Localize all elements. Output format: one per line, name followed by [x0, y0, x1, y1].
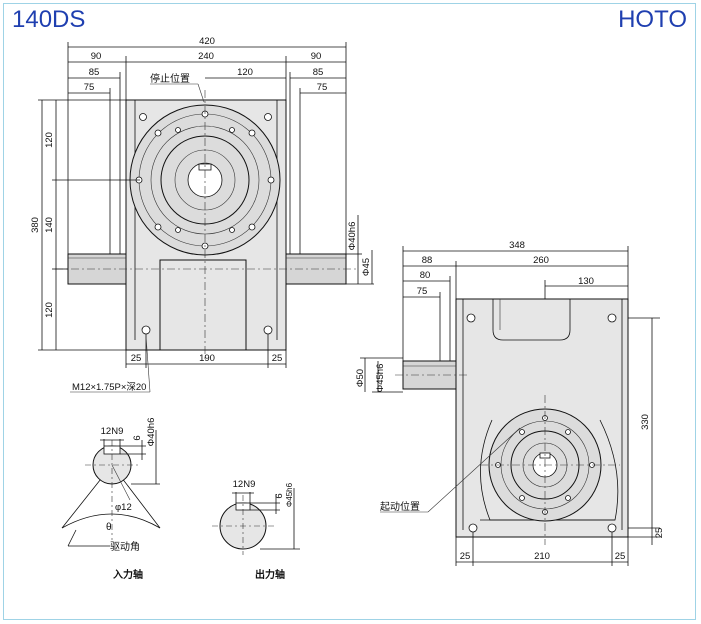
- input-shaft-detail: 12N9 6 Φ40h6 φ12 θ 驱动角 入力轴: [61, 418, 161, 581]
- side-dim-bottom: 25: [460, 551, 471, 562]
- front-dim-left-total: 380: [30, 217, 41, 233]
- side-dim: 88: [422, 255, 433, 266]
- drawing-frame: [3, 3, 696, 620]
- output-key-depth: 6: [274, 493, 285, 498]
- start-position-label: 起动位置: [380, 500, 420, 513]
- side-corner-bolt: [607, 523, 617, 533]
- front-dim: 75: [317, 82, 328, 93]
- side-view: 348 88 260 80 130 75 Φ50 Φ45h6 330 25: [355, 240, 665, 566]
- front-dim: 240: [198, 51, 214, 62]
- thread-note: M12×1.75P×深20: [72, 382, 146, 393]
- input-shaft-caption: 入力轴: [113, 568, 143, 581]
- theta-symbol: θ: [106, 522, 112, 533]
- side-flange-bolts: [495, 415, 595, 515]
- front-dim: 90: [311, 51, 322, 62]
- model-title: 140DS: [12, 6, 86, 33]
- side-dim: 80: [420, 270, 431, 281]
- output-shaft-detail: 12N9 6 Φ45h6 出力轴: [212, 479, 300, 581]
- side-dim-right: 330: [640, 414, 651, 430]
- front-dim: 90: [91, 51, 102, 62]
- front-lower-recess: [159, 259, 247, 351]
- brand-title: HOTO: [618, 6, 687, 33]
- input-key-depth: 6: [132, 435, 143, 440]
- side-dim-bottom: 25: [615, 551, 626, 562]
- input-hole-dia: φ12: [115, 502, 132, 513]
- front-dim-left: 140: [44, 217, 55, 233]
- front-dim-left: 120: [44, 302, 55, 318]
- side-dim: 130: [578, 276, 594, 287]
- front-dim-bottom: 190: [199, 353, 215, 364]
- side-corner-bolt: [468, 523, 478, 533]
- front-left-shaft: [67, 253, 127, 285]
- side-dim-shaft: Φ45h6: [375, 364, 386, 393]
- front-dim: 120: [237, 67, 253, 78]
- front-dim-shaft-dia: Φ45: [361, 258, 372, 276]
- front-dim-left: 120: [44, 132, 55, 148]
- input-keyway: 12N9: [101, 426, 124, 437]
- side-corner-bolt: [466, 313, 476, 323]
- side-top-pocket: [492, 299, 571, 341]
- side-dim-total: 348: [509, 240, 525, 251]
- front-dim-bottom: 25: [131, 353, 142, 364]
- side-dim: 260: [533, 255, 549, 266]
- side-corner-bolt: [607, 313, 617, 323]
- stop-position-label: 停止位置: [150, 72, 190, 85]
- front-corner-bolt: [263, 325, 273, 335]
- output-shaft-caption: 出力轴: [255, 568, 285, 581]
- front-corner-bolt: [264, 113, 272, 121]
- front-corner-bolt: [141, 325, 151, 335]
- side-dim-bottom: 210: [534, 551, 550, 562]
- output-diameter: Φ45h6: [285, 482, 294, 507]
- side-dim-shaft: Φ50: [355, 369, 366, 387]
- front-dim-total-width: 420: [199, 36, 215, 47]
- side-dim: 75: [417, 286, 428, 297]
- drive-angle-label: 驱动角: [110, 541, 140, 553]
- input-diameter: Φ40h6: [146, 418, 157, 447]
- side-dim-right: 25: [654, 528, 665, 539]
- front-dim: 85: [89, 67, 100, 78]
- front-view: 420 90 240 90 85 120 85 75 75 停止位置 120 3…: [30, 36, 374, 393]
- front-dim: 75: [84, 82, 95, 93]
- front-dim-shaft-dia: Φ40h6: [347, 222, 358, 251]
- output-keyway: 12N9: [233, 479, 256, 490]
- front-corner-bolt: [139, 113, 147, 121]
- front-dim-bottom: 25: [272, 353, 283, 364]
- front-dim: 85: [313, 67, 324, 78]
